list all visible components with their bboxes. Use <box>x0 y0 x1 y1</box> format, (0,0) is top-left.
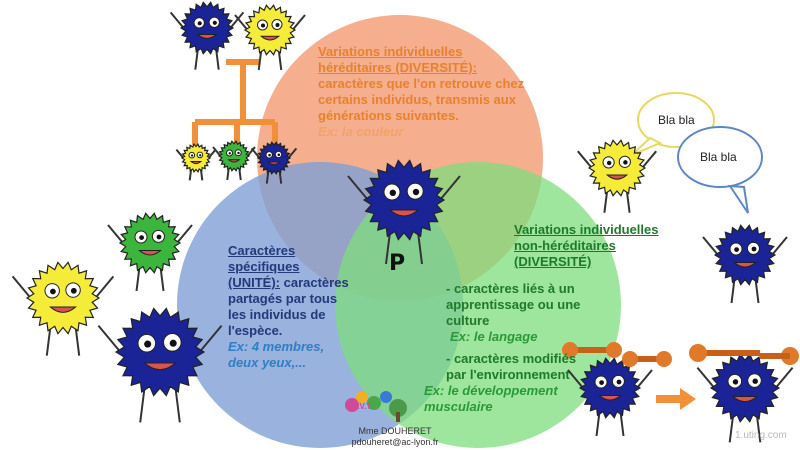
family-tree-connector <box>192 59 278 145</box>
hereditary-example: Ex: la couleur <box>318 124 404 139</box>
hereditary-body: caractères que l'on retrouve chez certai… <box>318 76 525 123</box>
dumbbell-icon <box>689 344 799 365</box>
monster-blue-big-muscle-icon <box>696 353 794 443</box>
non-hereditary-example1: Ex: le langage <box>450 329 538 344</box>
hereditary-title-line2: héréditaires (DIVERSITÉ): <box>318 60 477 75</box>
monster-yellow-parent-icon <box>234 4 306 71</box>
specific-title-line3: (UNITÉ): <box>228 275 280 290</box>
specific-body: caractères partagés par tous les individ… <box>228 275 349 338</box>
non-hereditary-title-line3: (DIVERSITÉ) <box>514 254 592 269</box>
monster-yellow-child-icon <box>175 142 217 181</box>
non-hereditary-title-line1: Variations individuelles <box>514 222 659 237</box>
monster-green-child-icon <box>212 140 256 181</box>
non-hereditary-item2: - caractères modifiés par l'environnemen… <box>446 351 577 382</box>
monster-blue-child-icon <box>250 141 298 184</box>
monster-yellow-talking-icon <box>577 139 657 213</box>
non-hereditary-item1: - caractères liés à un apprentissage ou … <box>446 281 581 328</box>
monster-blue-center-icon <box>347 159 461 265</box>
svt-logo <box>345 391 407 422</box>
non-hereditary-list: - caractères liés à un apprentissage ou … <box>424 281 586 415</box>
monster-green-icon <box>107 212 193 292</box>
monster-blue-parent-icon <box>169 1 245 70</box>
watermark: 1.uting.com <box>735 430 787 441</box>
non-hereditary-title: Variations individuelles non-héréditaire… <box>514 222 664 270</box>
speech-bubble-right-text: Bla bla <box>700 150 737 164</box>
hereditary-title-line1: Variations individuelles <box>318 44 463 59</box>
monster-yellow-large-icon <box>11 261 115 356</box>
monster-blue-large-icon <box>97 307 223 423</box>
non-hereditary-example2: Ex: le développement musculaire <box>424 383 558 414</box>
speech-bubble-left-text: Bla bla <box>658 113 695 127</box>
dumbbell-icon <box>562 342 672 367</box>
author-name: Mme DOUHERET <box>358 426 432 436</box>
monster-blue-small-muscle-icon <box>567 357 653 437</box>
speech-bubble-right <box>677 126 763 214</box>
arrow-right-icon <box>656 388 696 410</box>
monster-blue-talking-icon <box>702 224 788 304</box>
svt-logo-text: S.V.T <box>352 402 372 411</box>
non-hereditary-title-line2: non-héréditaires <box>514 238 616 253</box>
specific-title-line2: spécifiques <box>228 259 300 274</box>
center-label: P <box>389 251 406 276</box>
specific-traits-text: Caractères spécifiques (UNITÉ): caractèr… <box>228 243 358 371</box>
specific-title-line1: Caractères <box>228 243 296 258</box>
author-email: pdouheret@ac-lyon.fr <box>351 437 439 447</box>
hereditary-variations-text: Variations individuelles héréditaires (D… <box>318 44 543 140</box>
specific-example: Ex: 4 membres, deux yeux,... <box>228 339 325 370</box>
author-credit: S.V.T Mme DOUHERET pdouheret@ac-lyon.fr <box>340 402 450 448</box>
